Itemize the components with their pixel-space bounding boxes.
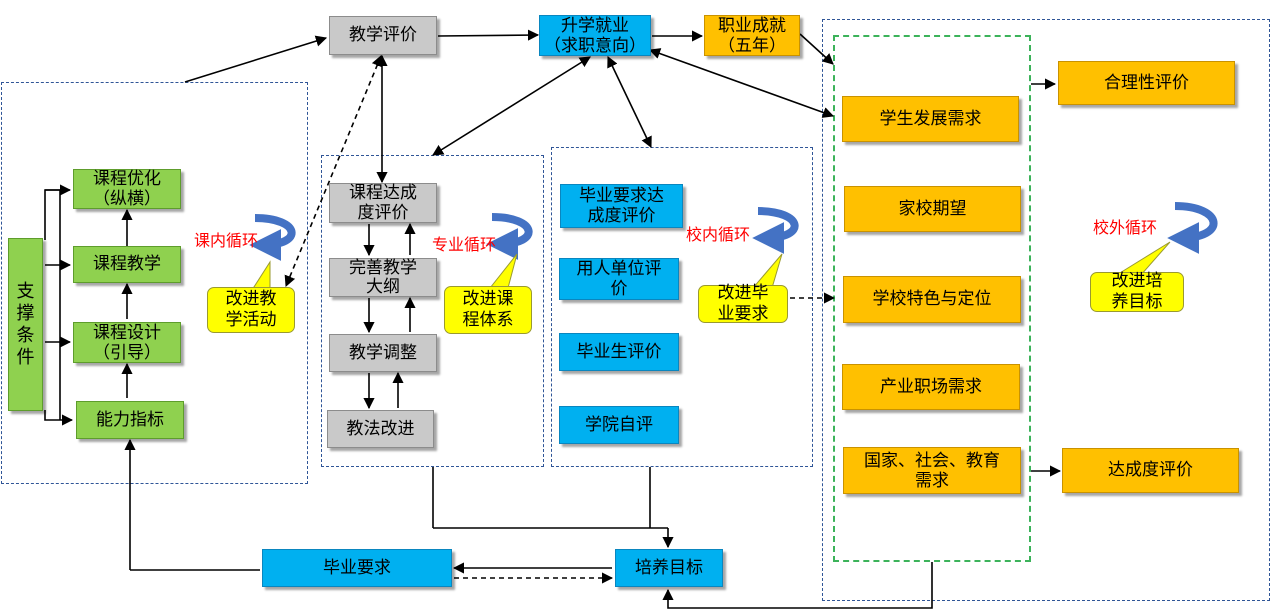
course-design-node: 课程设计 （引导）: [73, 322, 181, 363]
in-school-loop-label: 校内循环: [686, 225, 751, 244]
region-school-loop: [551, 147, 813, 467]
course-optimization-node: 课程优化 （纵横）: [73, 169, 181, 209]
school-feature-positioning-node: 学校特色与定位: [843, 276, 1021, 323]
improve-training-goal-callout: 改进培 养目标: [1090, 271, 1184, 312]
in-class-loop-label: 课内循环: [194, 231, 259, 250]
college-self-evaluation-node: 学院自评: [559, 406, 679, 444]
attainment-evaluation-node: 达成度评价: [1062, 448, 1239, 493]
out-of-school-loop-label: 校外循环: [1093, 218, 1158, 237]
employer-evaluation-node: 用人单位评 价: [559, 258, 679, 300]
student-development-needs-node: 学生发展需求: [842, 96, 1019, 142]
family-school-expectation-node: 家校期望: [844, 186, 1021, 232]
industry-workplace-needs-node: 产业职场需求: [842, 364, 1020, 410]
teaching-adjustment-node: 教学调整: [329, 334, 437, 372]
improve-curriculum-callout: 改进课 程体系: [444, 286, 532, 334]
national-social-education-needs-node: 国家、社会、教育 需求: [843, 447, 1021, 494]
training-goal-node: 培养目标: [615, 549, 723, 587]
improve-teaching-activity-callout: 改进教 学活动: [207, 287, 295, 333]
rationality-evaluation-node: 合理性评价: [1058, 61, 1235, 105]
further-study-employment-node: 升学就业 （求职意向）: [539, 15, 651, 56]
career-achievement-node: 职业成就 （五年）: [704, 15, 800, 56]
teaching-evaluation-node: 教学评价: [329, 16, 437, 55]
support-conditions-node: 支 撑 条 件: [8, 238, 43, 411]
major-loop-label: 专业循环: [432, 235, 497, 254]
course-teaching-node: 课程教学: [73, 246, 181, 283]
graduation-requirement-attainment-node: 毕业要求达 成度评价: [560, 184, 683, 228]
teaching-method-improvement-node: 教法改进: [327, 410, 434, 448]
graduation-requirements-node: 毕业要求: [262, 549, 452, 587]
ability-indicator-node: 能力指标: [76, 401, 184, 439]
course-attainment-evaluation-node: 课程达成 度评价: [329, 183, 437, 223]
improve-graduation-requirement-callout: 改进毕 业要求: [698, 283, 788, 324]
improve-syllabus-node: 完善教学 大纲: [329, 258, 437, 297]
region-external-loop: [822, 19, 1270, 601]
graduate-evaluation-node: 毕业生评价: [559, 333, 679, 371]
